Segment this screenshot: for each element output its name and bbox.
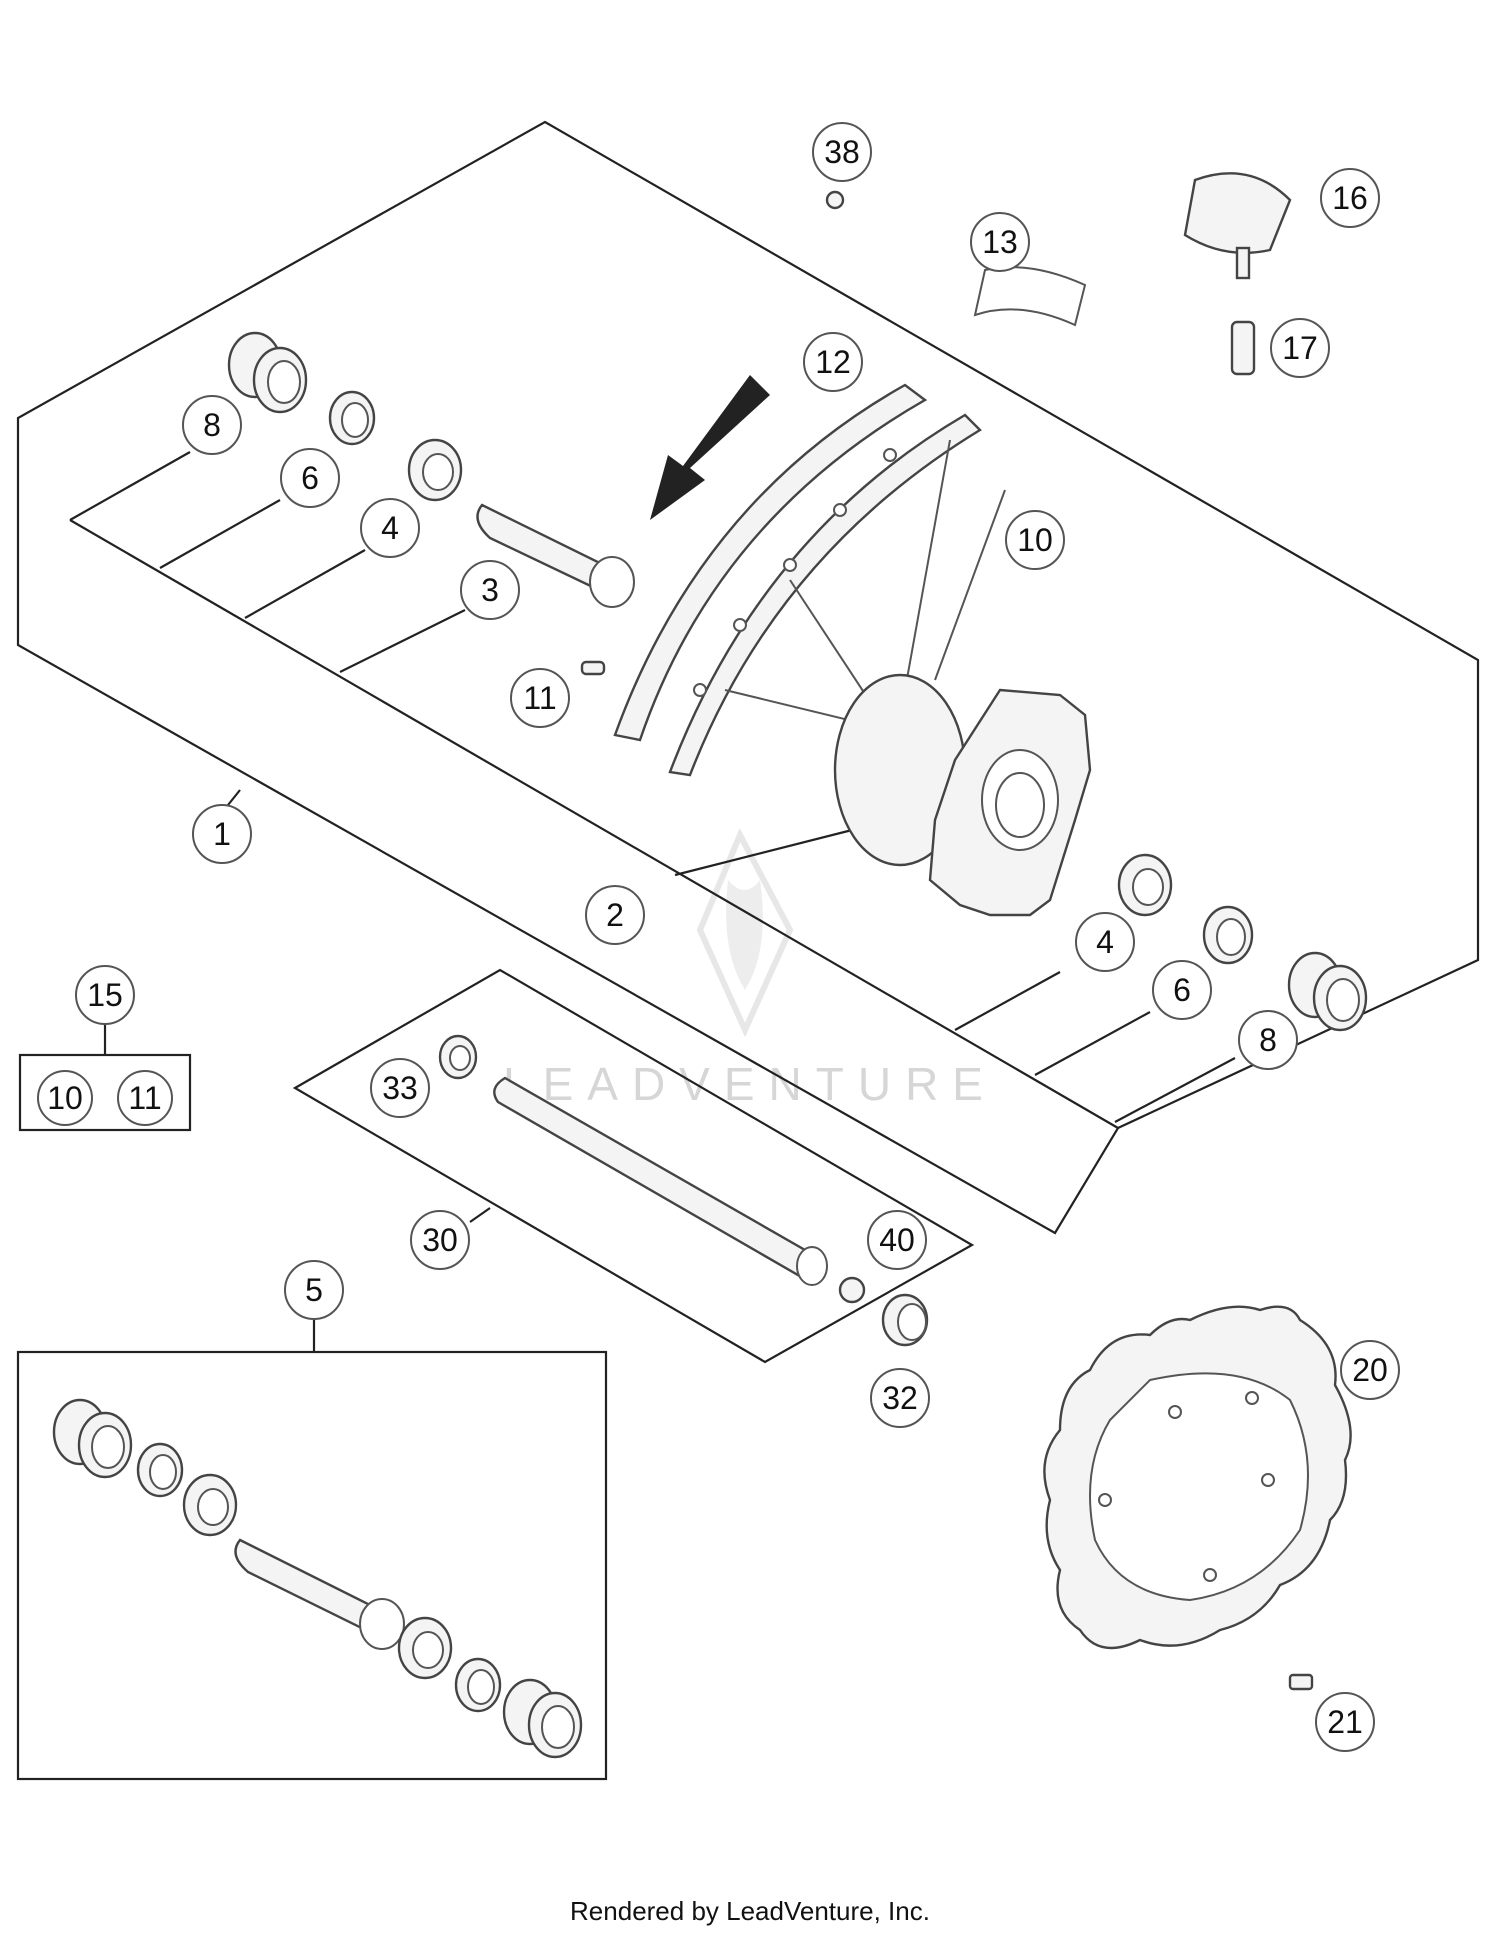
callout-12: 12 [803, 332, 863, 392]
callout-4-left: 4 [360, 498, 420, 558]
svg-text:6: 6 [1173, 972, 1191, 1008]
svg-text:4: 4 [1096, 924, 1114, 960]
svg-text:11: 11 [128, 1080, 161, 1116]
callout-6-right: 6 [1152, 960, 1212, 1020]
svg-text:16: 16 [1332, 180, 1368, 216]
callout-13: 13 [970, 212, 1030, 272]
callout-32: 32 [870, 1368, 930, 1428]
brake-disc-part [1043, 1305, 1352, 1650]
svg-text:20: 20 [1352, 1352, 1388, 1388]
direction-arrow [650, 375, 770, 520]
spacer-ring-part [328, 390, 376, 446]
rim-lock-part [1183, 172, 1292, 280]
svg-text:15: 15 [87, 977, 123, 1013]
callout-8-left: 8 [182, 395, 242, 455]
callout-6-left: 6 [280, 448, 340, 508]
svg-text:5: 5 [305, 1272, 323, 1308]
bearing-part [407, 438, 463, 502]
leader-3 [339, 609, 466, 673]
callout-5: 5 [284, 1260, 344, 1320]
svg-text:2: 2 [606, 897, 624, 933]
spoke-nipple-part [580, 660, 606, 676]
callout-38: 38 [812, 122, 872, 182]
leader-8a [69, 451, 191, 521]
hub-part [833, 673, 1092, 917]
leader-30 [469, 1207, 491, 1223]
callout-11-nipple: 11 [510, 668, 570, 728]
disc-bolt-part [1288, 1673, 1314, 1691]
svg-text:30: 30 [422, 1222, 458, 1258]
callout-40: 40 [867, 1210, 927, 1270]
spacer-right-part [1202, 905, 1254, 965]
svg-text:32: 32 [882, 1380, 918, 1416]
rim-part [613, 383, 982, 777]
svg-text:8: 8 [1259, 1022, 1277, 1058]
leader-6b [1034, 1011, 1151, 1076]
callout-3: 3 [460, 560, 520, 620]
bearing-kit-parts [52, 1398, 583, 1759]
seal-ring-part [227, 331, 308, 414]
svg-text:40: 40 [879, 1222, 915, 1258]
callout-21: 21 [1315, 1692, 1375, 1752]
svg-text:8: 8 [203, 407, 221, 443]
callout-11-box: 11 [117, 1070, 173, 1126]
callout-17: 17 [1270, 318, 1330, 378]
callout-33: 33 [370, 1058, 430, 1118]
axle-spacer-32-part [881, 1293, 929, 1347]
leader-2 [674, 826, 861, 877]
callout-2: 2 [585, 885, 645, 945]
wheel-assembly-outline [16, 120, 1480, 1235]
leader-4b [954, 971, 1061, 1031]
leader-6a [159, 499, 281, 569]
callout-8-right: 8 [1238, 1010, 1298, 1070]
leader-8b [1114, 1057, 1236, 1123]
svg-text:17: 17 [1282, 330, 1318, 366]
svg-text:3: 3 [481, 572, 499, 608]
svg-text:38: 38 [824, 134, 860, 170]
axle-nut-40-part [838, 1276, 866, 1304]
axle-part [493, 1076, 828, 1286]
svg-text:11: 11 [523, 680, 556, 716]
svg-text:10: 10 [1017, 522, 1053, 558]
footer-credit: Rendered by LeadVenture, Inc. [570, 1896, 930, 1926]
svg-text:21: 21 [1327, 1704, 1363, 1740]
bearing-right-part [1117, 853, 1173, 917]
svg-text:6: 6 [301, 460, 319, 496]
svg-text:4: 4 [381, 510, 399, 546]
assembly-inner-line [69, 519, 1119, 1129]
callout-10-spoke: 10 [1005, 510, 1065, 570]
callout-15: 15 [75, 965, 135, 1025]
watermark-text: LEADVENTURE [503, 1058, 997, 1110]
axle-spacer-33-part [438, 1034, 478, 1080]
seal-right-part [1287, 951, 1368, 1032]
svg-text:13: 13 [982, 224, 1018, 260]
leader-4a [244, 549, 366, 619]
rim-lock-nut-part [1230, 320, 1256, 376]
callout-16: 16 [1320, 168, 1380, 228]
svg-text:10: 10 [47, 1080, 83, 1116]
callout-10-box: 10 [37, 1070, 93, 1126]
svg-text:12: 12 [815, 344, 851, 380]
callout-1: 1 [192, 804, 252, 864]
axle-group-outline [292, 968, 975, 1364]
callout-4-right: 4 [1075, 912, 1135, 972]
rim-tape-part [973, 266, 1087, 327]
svg-text:1: 1 [213, 816, 231, 852]
svg-text:33: 33 [382, 1070, 418, 1106]
cap-part [825, 190, 845, 210]
callout-30: 30 [410, 1210, 470, 1270]
watermark-logo [696, 827, 794, 1038]
bearing-kit-box [16, 1350, 608, 1781]
callout-20: 20 [1340, 1340, 1400, 1400]
distance-sleeve-part [476, 503, 635, 608]
